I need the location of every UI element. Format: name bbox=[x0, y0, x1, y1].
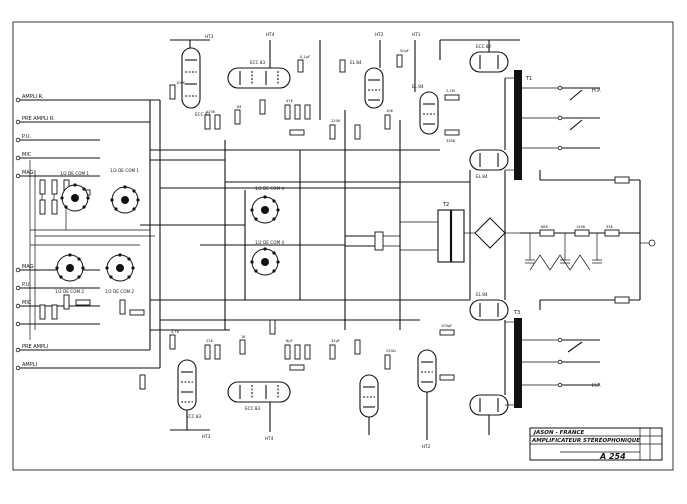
output-label: H.P. bbox=[592, 383, 601, 389]
component-value: 150K bbox=[576, 225, 586, 229]
ht-label: HT3 bbox=[205, 34, 214, 39]
speaker-output-terminals bbox=[557, 337, 600, 388]
input-label: MIC bbox=[22, 300, 32, 306]
switch-label: 1/2 DE COM 1 bbox=[60, 171, 89, 176]
output-transformer bbox=[505, 70, 560, 180]
ht-label: HT3 bbox=[202, 434, 211, 439]
component-value: 22K bbox=[206, 339, 214, 343]
input-label: MAG bbox=[22, 264, 34, 270]
heater-wiring bbox=[529, 254, 591, 271]
ht-label: HT2 bbox=[375, 32, 384, 37]
filter-chain bbox=[520, 180, 656, 300]
vacuum-tube bbox=[364, 67, 384, 109]
output-transformer bbox=[505, 318, 560, 408]
vacuum-tube bbox=[359, 374, 379, 418]
component-value: 4,7K bbox=[171, 330, 180, 334]
vacuum-tube bbox=[469, 299, 509, 321]
vacuum-tube bbox=[419, 91, 439, 135]
component-value: 330K bbox=[446, 139, 456, 143]
vacuum-tube bbox=[227, 381, 291, 403]
component-value: 2,2M bbox=[446, 89, 455, 93]
power-transformer bbox=[400, 209, 465, 263]
input-label: P.U. bbox=[22, 282, 31, 288]
selector-switch bbox=[250, 247, 280, 276]
component-value: 470K bbox=[206, 110, 216, 114]
input-terminals-upper bbox=[15, 97, 160, 179]
component-value: 68K bbox=[541, 225, 549, 229]
resistor-field-bottom bbox=[119, 299, 455, 390]
input-terminals-lower bbox=[15, 267, 160, 371]
tube-label: ECC 82 bbox=[476, 44, 491, 49]
component-value: 10K bbox=[386, 109, 394, 113]
tube-label: EL 84 bbox=[476, 292, 488, 297]
input-label: AMPLI R. bbox=[22, 94, 44, 100]
input-label: PRE AMPLI bbox=[22, 344, 48, 350]
vacuum-tube bbox=[469, 149, 509, 171]
component-value: 47K bbox=[286, 99, 294, 103]
component-value: 50µF bbox=[400, 49, 409, 53]
input-label: MIC bbox=[22, 152, 32, 158]
transformer-label: T1 bbox=[525, 76, 532, 82]
component-value: 0,1µF bbox=[300, 55, 310, 59]
resistor-field-top bbox=[169, 54, 460, 140]
vacuum-tube bbox=[469, 51, 509, 73]
mains-input bbox=[345, 231, 400, 251]
component-value: 1K bbox=[241, 335, 246, 339]
vacuum-tube bbox=[177, 359, 197, 411]
switch-label: 1/2 DE COM 2 bbox=[55, 289, 84, 294]
vacuum-tube bbox=[181, 47, 201, 109]
transformer-label: T3 bbox=[513, 310, 520, 316]
selector-switch bbox=[105, 253, 135, 282]
ht-label: HT1 bbox=[412, 32, 421, 37]
input-label: P.U. bbox=[22, 134, 31, 140]
input-label: PRE AMPLI R. bbox=[22, 116, 55, 122]
vacuum-tube bbox=[417, 349, 437, 393]
ht-label: HT2 bbox=[422, 444, 431, 449]
title-block-title: AMPLIFICATEUR STÉRÉOPHONIQUE bbox=[531, 436, 640, 444]
output-label: H.P. bbox=[592, 88, 601, 94]
ht-label: HT4 bbox=[265, 436, 274, 441]
selector-switch bbox=[110, 185, 140, 214]
switch-label: 1/2 DE COM 2 bbox=[105, 289, 134, 294]
tube-label: ECC 83 bbox=[186, 414, 201, 419]
component-value: 220K bbox=[331, 119, 341, 123]
component-value: 33K bbox=[606, 225, 614, 229]
transformer-label: T2 bbox=[442, 202, 449, 208]
switch-label: 1/2 DE COM 1 bbox=[110, 168, 139, 173]
selector-switch bbox=[55, 253, 85, 282]
tube-label: EL 84 bbox=[476, 174, 488, 179]
tube-label: ECC 83 bbox=[195, 112, 210, 117]
input-label: MAG bbox=[22, 170, 34, 176]
selector-switch bbox=[60, 183, 90, 212]
tube-label: ECC 83 bbox=[245, 406, 260, 411]
component-value: 1M bbox=[236, 105, 241, 109]
vacuum-tube bbox=[469, 394, 509, 416]
input-label: AMPLI bbox=[22, 362, 37, 368]
title-block-maker: JASON - FRANCE bbox=[533, 430, 585, 436]
title-block-model: A 254 bbox=[599, 452, 626, 461]
selector-switch bbox=[250, 195, 280, 224]
vacuum-tube bbox=[227, 67, 291, 89]
component-value: 32µF bbox=[331, 339, 340, 343]
tube-label: ECC 83 bbox=[250, 60, 265, 65]
title-block bbox=[529, 427, 663, 461]
switch-label: 1/2 DE COM 4 bbox=[255, 240, 284, 245]
component-value: 100K bbox=[176, 81, 186, 85]
tube-label: EL 84 bbox=[412, 84, 424, 89]
rectifier-bridge bbox=[464, 217, 520, 249]
tube-label: EL 84 bbox=[350, 60, 362, 65]
ht-label: HT4 bbox=[266, 32, 275, 37]
component-value: 250Ω bbox=[386, 349, 396, 353]
speaker-output-terminals bbox=[557, 85, 600, 151]
component-value: 100µF bbox=[441, 324, 452, 328]
main-wiring bbox=[140, 39, 640, 440]
component-value: 8µF bbox=[286, 339, 293, 343]
